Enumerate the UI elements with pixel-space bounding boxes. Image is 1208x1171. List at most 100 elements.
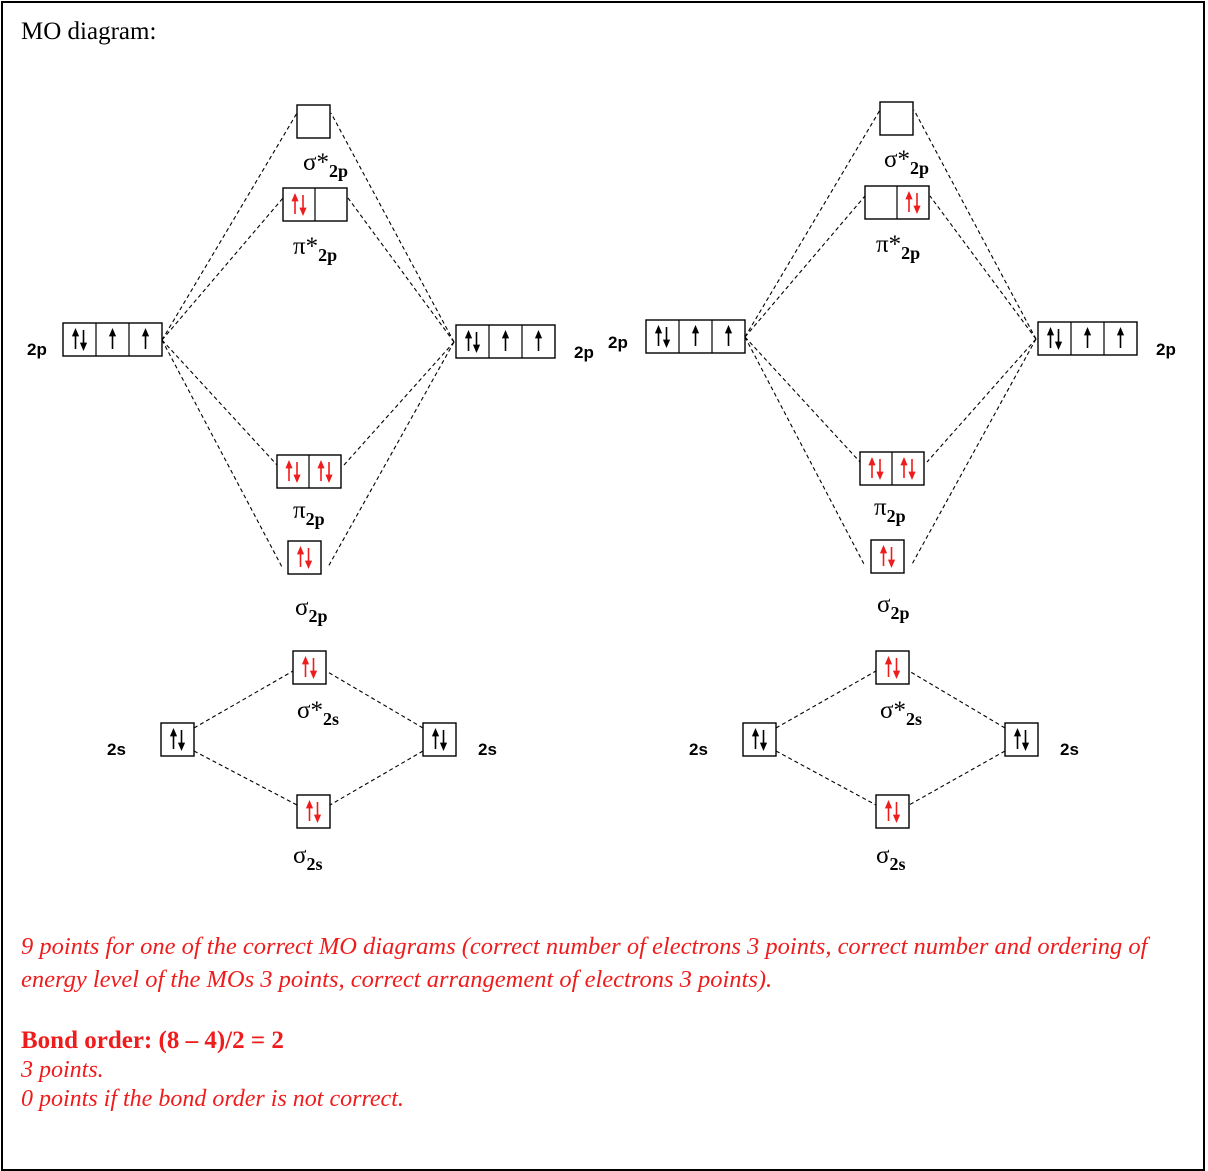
left-2s-box — [742, 722, 777, 757]
pi-2p-electron-down — [325, 462, 333, 484]
left-2s-electron-down — [759, 730, 768, 752]
right-2p-electron-down — [472, 332, 481, 354]
sigma-star-2s-electron-up — [884, 655, 893, 677]
left-2p-electron-up — [108, 327, 117, 349]
correlation-line — [347, 197, 455, 343]
pi-2p-electron-down — [293, 462, 301, 484]
sigma-2s-box — [875, 794, 910, 829]
sigma-2s-label: σ2s — [876, 842, 906, 874]
sigma-star-2p-box — [296, 104, 331, 139]
pi-star-2p-label: π*2p — [293, 233, 337, 265]
left-2s-electron-down — [177, 730, 186, 752]
sigma-2p-electron-up — [296, 545, 305, 567]
right-2s-electron-down — [439, 730, 448, 752]
bond-order: Bond order: (8 – 4)/2 = 2 — [21, 1027, 284, 1054]
left-2s-box — [160, 722, 195, 757]
sigma-star-2s-label: σ*2s — [880, 697, 922, 729]
right-2s-electron-up — [431, 727, 440, 749]
sigma-star-2s-electron-up — [301, 655, 310, 677]
right-2s-box — [1004, 722, 1039, 757]
pi-2p-electron-up — [317, 459, 325, 481]
correlation-line — [161, 197, 284, 341]
right-2s-electron-up — [1013, 727, 1022, 749]
left-2p-electron-up — [141, 327, 150, 349]
correlation-line — [926, 338, 1037, 463]
sigma-2p-box — [287, 540, 322, 575]
correlation-line — [775, 670, 877, 729]
right-2p-label: 2p — [574, 343, 594, 362]
pi-2p-electron-up — [900, 456, 908, 478]
right-2p-electron-up — [1116, 326, 1125, 348]
sigma-star-2s-label: σ*2s — [297, 697, 339, 729]
sigma-2p-electron-down — [304, 548, 313, 570]
correlation-line — [161, 112, 298, 341]
sigma-star-2p-label: σ*2p — [884, 146, 929, 178]
bond-order-zero-note: 0 points if the bond order is not correc… — [21, 1086, 404, 1112]
right-2s-label: 2s — [478, 740, 497, 759]
sigma-star-2s-electron-down — [892, 658, 901, 680]
left-2p-label: 2p — [608, 333, 628, 352]
left-2p-electron-up — [724, 324, 733, 346]
left-2p-electron-down — [79, 330, 88, 352]
correlation-line — [329, 750, 424, 806]
mo-diagrams: σ*2p π*2p π2p σ2p σ*2s σ2s 2p 2p 2s 2s σ*2p π*2p π2p… — [27, 101, 1176, 874]
right-2p-electron-up — [534, 329, 543, 351]
pi-star-2p-electron-up — [291, 192, 299, 214]
pi-2p-label: π2p — [293, 497, 325, 529]
correlation-line — [929, 195, 1037, 340]
pi-2p-label: π2p — [874, 494, 906, 526]
sigma-star-2s-box — [292, 650, 327, 685]
left-2p-electron-up — [654, 324, 663, 346]
correlation-line — [908, 670, 1006, 729]
correlation-line — [913, 109, 1037, 340]
left-2s-label: 2s — [107, 740, 126, 759]
sigma-star-2p-label: σ*2p — [303, 149, 348, 181]
notes: 9 points for one of the correct MO diagr… — [21, 930, 1191, 1114]
correlation-line — [325, 670, 424, 729]
left-2s-electron-up — [751, 727, 760, 749]
sigma-star-2s-box — [875, 650, 910, 685]
correlation-line — [161, 339, 278, 466]
correlation-line — [161, 339, 283, 568]
right-2p-electron-up — [1046, 326, 1055, 348]
correlation-line — [343, 341, 455, 466]
bond-order-points: 3 points. — [21, 1057, 104, 1083]
sigma-2p-electron-up — [879, 544, 888, 566]
pi-2p-electron-down — [908, 459, 916, 481]
pi-2p-electron-down — [876, 459, 884, 481]
correlation-line — [744, 109, 881, 338]
right-2p-electron-up — [501, 329, 510, 351]
sigma-2p-electron-down — [887, 547, 896, 569]
sigma-2s-electron-up — [884, 799, 893, 821]
mo-diagram-1: σ*2p π*2p π2p σ2p σ*2s σ2s 2p 2p 2s 2s — [27, 104, 594, 874]
correlation-line — [193, 670, 294, 729]
right-2p-label: 2p — [1156, 340, 1176, 359]
correlation-line — [193, 750, 298, 806]
sigma-2s-electron-up — [305, 799, 314, 821]
correlation-line — [327, 341, 455, 568]
right-2s-label: 2s — [1060, 740, 1079, 759]
right-2p-electron-up — [1083, 326, 1092, 348]
left-2p-label: 2p — [27, 340, 47, 359]
sigma-2s-label: σ2s — [293, 842, 323, 874]
correlation-line — [330, 112, 455, 343]
left-2p-electron-up — [71, 327, 80, 349]
pi-star-2p-electron-down — [299, 195, 307, 217]
sigma-2p-label: σ2p — [295, 594, 328, 626]
right-2s-electron-down — [1021, 730, 1030, 752]
correlation-line — [908, 750, 1006, 806]
right-2p-electron-up — [464, 329, 473, 351]
correlation-line — [744, 336, 861, 463]
correlation-line — [744, 336, 866, 567]
sigma-2s-electron-down — [313, 802, 322, 824]
sigma-2p-box — [870, 539, 905, 574]
right-2p-electron-down — [1054, 329, 1063, 351]
pi-2p-electron-up — [285, 459, 293, 481]
pi-star-2p-electron-up — [905, 190, 913, 212]
heading: MO diagram: — [21, 18, 157, 45]
pi-star-2p-label: π*2p — [876, 231, 920, 263]
correlation-line — [910, 338, 1037, 567]
right-2s-box — [422, 722, 457, 757]
sigma-star-2p-box — [879, 101, 914, 136]
